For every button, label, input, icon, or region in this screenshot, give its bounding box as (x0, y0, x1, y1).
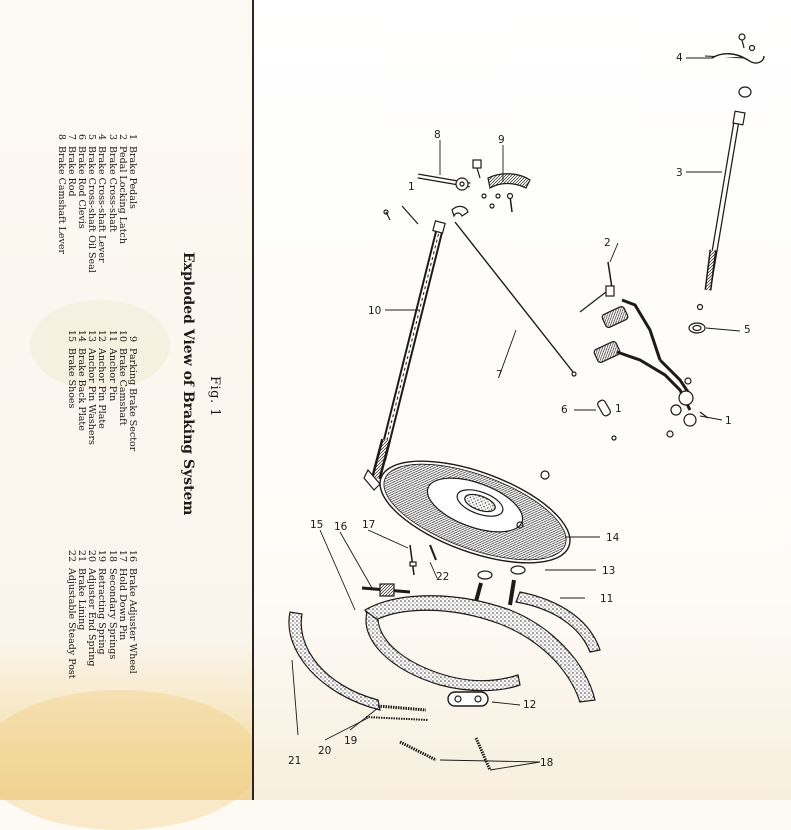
callout-label: 21 (288, 755, 301, 767)
page-gutter (252, 0, 254, 800)
callout-label: 9 (498, 134, 505, 146)
callout-label: 12 (523, 699, 536, 711)
anchor-pin-washer (510, 565, 526, 575)
secondary-springs (399, 737, 492, 771)
callout-label: 15 (310, 519, 323, 531)
oil-seal (688, 322, 706, 334)
bolt (696, 303, 704, 311)
callout-label: 13 (602, 565, 615, 577)
adjuster-end-spring (365, 716, 429, 721)
callout-label: 6 (561, 404, 568, 416)
callout-label: 11 (600, 593, 613, 605)
brake-rod (454, 221, 574, 373)
callout-label: 5 (744, 324, 751, 336)
callout-label: 19 (344, 735, 357, 747)
callout-label: 1 (615, 403, 622, 415)
callout-label: 2 (604, 237, 611, 249)
callout-label: 17 (362, 519, 375, 531)
callout-label: 1 (408, 181, 415, 193)
pedal-locking-latch (579, 261, 615, 313)
camshaft-lever (417, 173, 471, 191)
hold-down-pin (409, 544, 417, 576)
callout-label: 14 (606, 532, 620, 544)
retracting-spring (377, 704, 427, 712)
callout-label: 22 (436, 571, 449, 583)
callout-label: 10 (368, 305, 381, 317)
adjustable-steady-post (429, 544, 437, 561)
callout-leaders (291, 57, 741, 771)
anchor-pin-washer (477, 570, 493, 580)
callout-label: 20 (318, 745, 331, 757)
brake-camshaft (363, 220, 446, 491)
callout-label: 3 (676, 167, 683, 179)
callout-label: 4 (676, 52, 683, 64)
brake-shoes (364, 595, 596, 703)
callout-label: 16 (334, 521, 348, 533)
brake-adjuster-wheel (361, 583, 411, 597)
callout-label: 1 (725, 415, 732, 427)
callout-numbers: 4 3 2 5 1 6 1 1 7 8 9 10 14 13 11 15 16 … (288, 52, 751, 769)
brake-rod-clevis (597, 399, 617, 441)
callout-label: 8 (434, 129, 441, 141)
braking-system-diagram: 4 3 2 5 1 6 1 1 7 8 9 10 14 13 11 15 16 … (288, 33, 765, 771)
cross-shaft-lever (704, 33, 765, 64)
callout-label: 18 (540, 757, 553, 769)
callout-label: 7 (496, 369, 503, 381)
brake-pedals (593, 298, 709, 438)
parking-brake-sector (472, 159, 531, 213)
anchor-pin-plate (447, 691, 489, 707)
brake-back-plate (379, 460, 571, 564)
right-page (252, 0, 791, 800)
brake-cross-shaft (704, 110, 746, 291)
oil-seal-top (738, 86, 752, 98)
